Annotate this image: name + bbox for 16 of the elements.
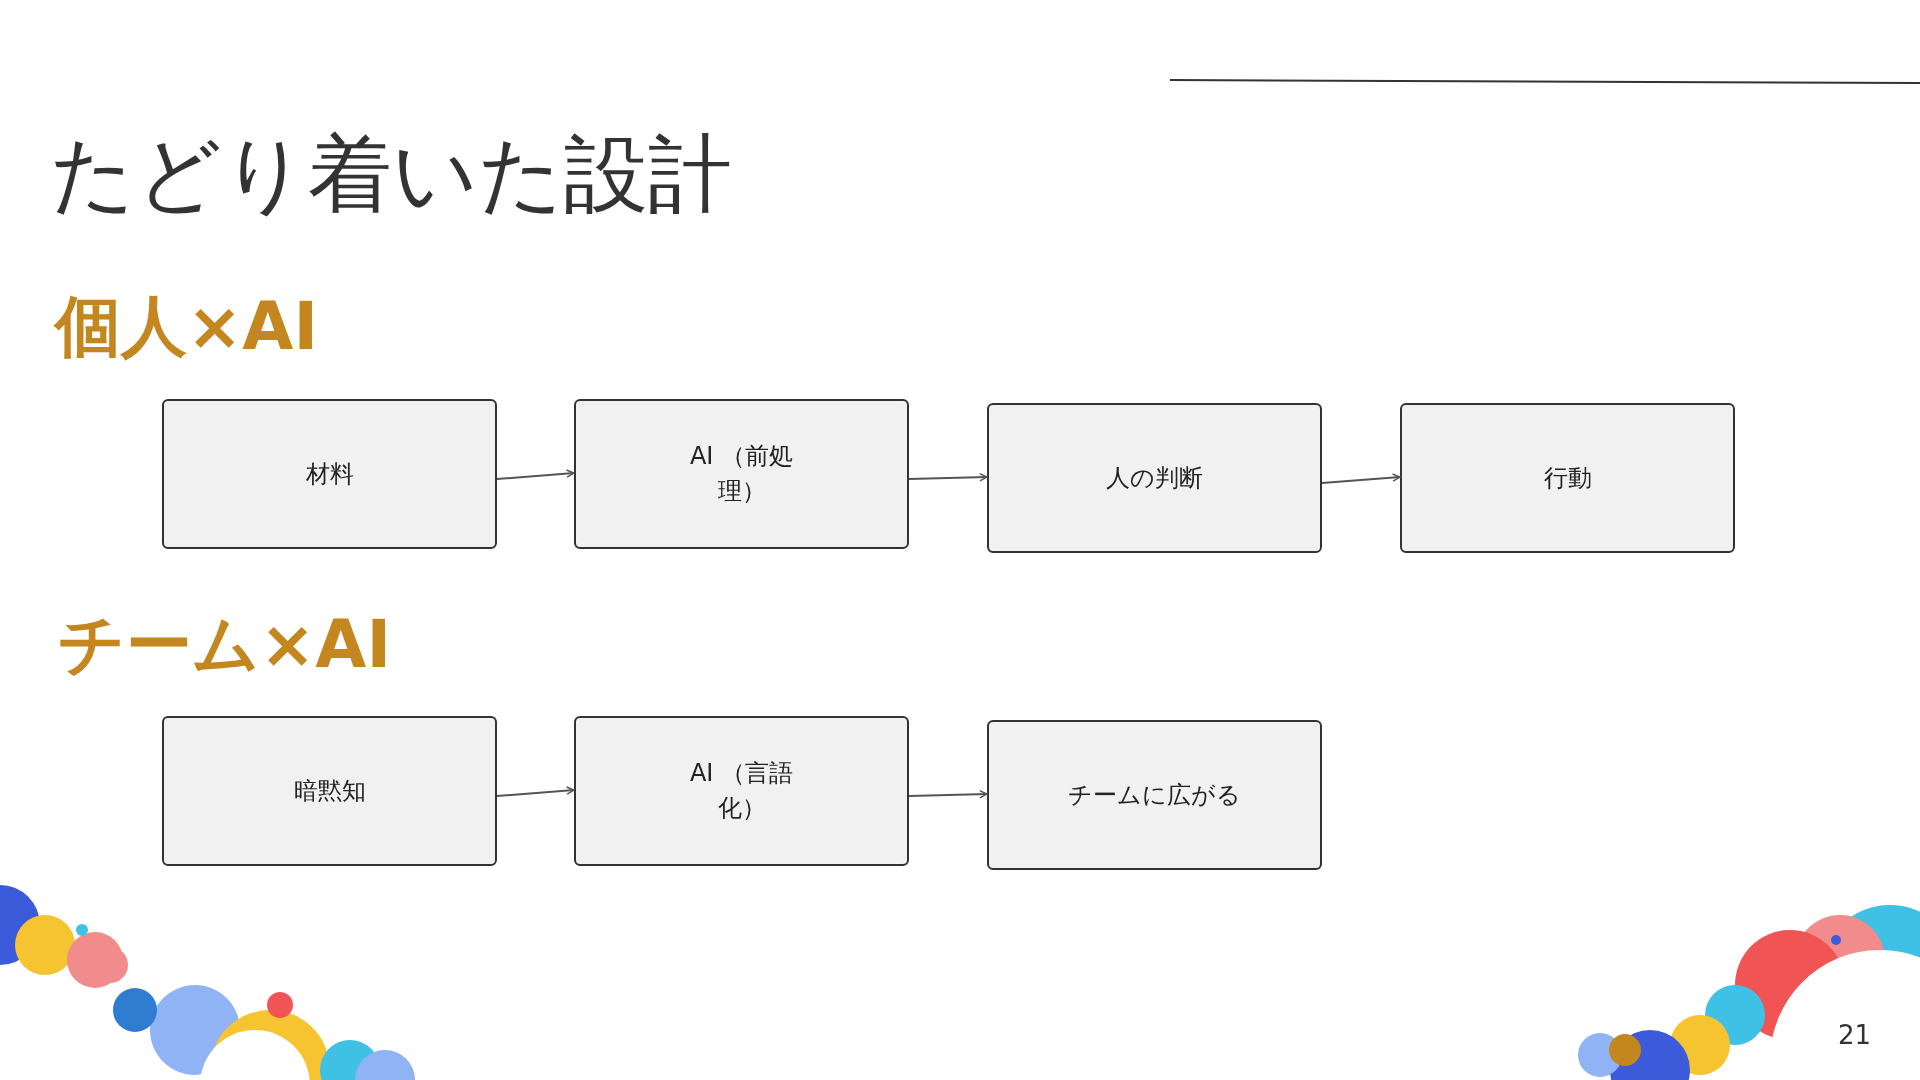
- arrow: [908, 472, 988, 482]
- process-box: AI （前処理）: [574, 399, 909, 549]
- section-heading: チーム×AI: [58, 605, 391, 685]
- process-box: 人の判断: [987, 403, 1322, 553]
- arrow: [496, 786, 575, 797]
- page-number: 21: [1838, 1020, 1872, 1050]
- slide-title: たどり着いた設計: [50, 128, 732, 221]
- process-box: チームに広がる: [987, 720, 1322, 870]
- process-box: 行動: [1400, 403, 1735, 553]
- process-box: AI （言語化）: [574, 716, 909, 866]
- arrow: [1321, 473, 1401, 484]
- arrow: [496, 469, 575, 480]
- arrow: [908, 789, 988, 799]
- section-heading: 個人×AI: [55, 287, 318, 367]
- process-box: 材料: [162, 399, 497, 549]
- process-box: 暗黙知: [162, 716, 497, 866]
